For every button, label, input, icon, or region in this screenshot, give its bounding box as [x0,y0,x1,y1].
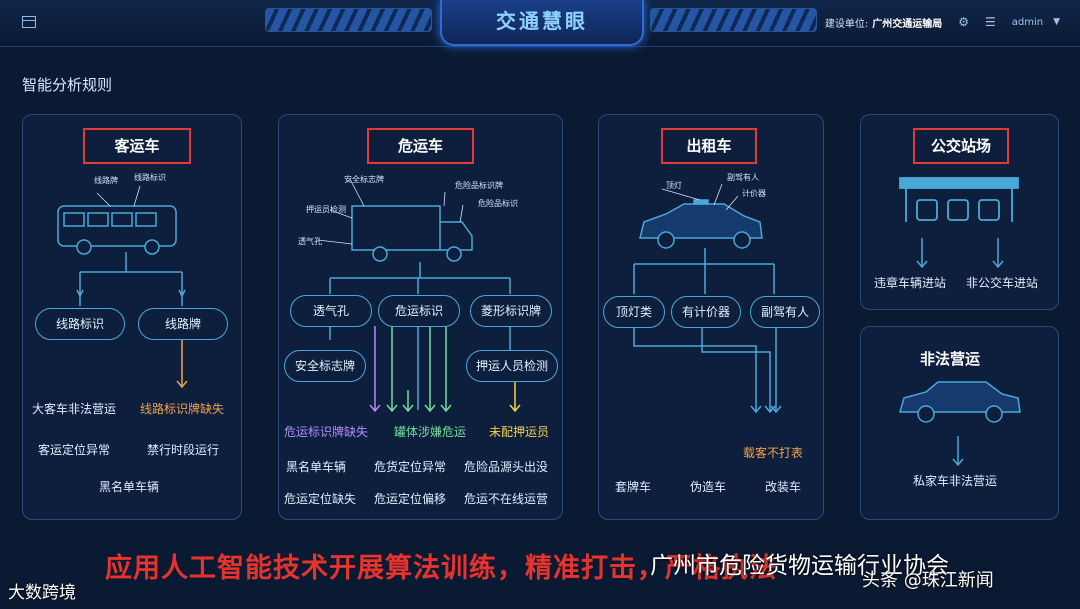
result-no-escort: 未配押运员 [489,423,549,440]
result-sign-missing: 线路标识牌缺失 [140,400,224,417]
hazmat-title: 危运车 [367,128,474,164]
header-decoration-right [650,8,817,32]
node-safety-sign: 安全标志牌 [284,350,366,382]
node-meter: 有计价器 [671,296,741,328]
header-right: 建设单位: 广州交通运输局 ⚙ ☰ admin ▼ [825,10,1060,34]
header-decoration-left [265,8,432,32]
menu-icon[interactable]: ☰ [985,15,996,29]
result-non-bus: 非公交车进站 [966,274,1038,291]
node-front-passenger: 副驾有人 [750,296,820,328]
node-top-light: 顶灯类 [603,296,665,328]
node-vent: 透气孔 [290,295,372,327]
result-location-missing: 危运定位缺失 [284,490,356,507]
result-no-meter: 载客不打表 [743,444,803,461]
result-location-abnormal: 客运定位异常 [38,441,110,458]
result-blacklist: 黑名单车辆 [99,478,159,495]
result-fake-plate: 套牌车 [615,478,651,495]
passenger-title: 客运车 [83,128,191,164]
result-hazard-sign-missing: 危运标识牌缺失 [284,423,368,440]
result-bus-illegal: 大客车非法营运 [32,400,116,417]
app-title: 交通慧眼 [442,0,642,42]
result-offline-operation: 危运不在线运营 [464,490,548,507]
result-hazmat-location-abnormal: 危货定位异常 [374,458,446,475]
node-route-sign: 线路牌 [138,308,228,340]
label-vent: 透气孔 [298,236,322,247]
label-route-sign: 线路牌 [94,175,118,186]
app-title-box: 交通慧眼 [440,0,644,46]
result-private-illegal: 私家车非法营运 [913,472,997,489]
top-bar: 交通慧眼 建设单位: 广州交通运输局 ⚙ ☰ admin ▼ [0,0,1080,47]
result-source-appearance: 危险品源头出没 [464,458,548,475]
label-escort-check: 押运员检测 [306,204,346,215]
unit-label: 建设单位: [825,15,868,30]
label-safety-sign: 安全标志牌 [344,174,384,185]
chevron-down-icon[interactable]: ▼ [1053,17,1060,27]
watermark-brand: 大数跨境 [8,578,76,603]
unit-value: 广州交通运输局 [872,15,942,30]
result-violating-vehicle: 违章车辆进站 [874,274,946,291]
node-diamond-sign: 菱形标识牌 [470,295,552,327]
label-meter: 计价器 [742,188,766,199]
label-top-light: 顶灯 [666,180,682,191]
label-hazard-sign-plate: 危险品标识牌 [455,180,503,191]
label-hazard-sign: 危险品标识 [478,198,518,209]
section-title: 智能分析规则 [22,74,112,95]
label-front-passenger: 副驾有人 [727,172,759,183]
illegal-title: 非法营运 [920,348,980,369]
window-icon[interactable] [22,16,36,28]
user-name[interactable]: admin [1012,17,1043,28]
result-forbidden-period: 禁行时段运行 [147,441,219,458]
result-modified-car: 改装车 [765,478,801,495]
bus-station-title: 公交站场 [913,128,1009,164]
node-hazard-mark: 危运标识 [378,295,460,327]
taxi-title: 出租车 [661,128,757,164]
result-hazmat-blacklist: 黑名单车辆 [286,458,346,475]
result-location-offset: 危运定位偏移 [374,490,446,507]
gear-icon[interactable]: ⚙ [958,15,969,29]
node-route-mark: 线路标识 [35,308,125,340]
label-route-mark: 线路标识 [134,172,166,183]
node-escort-check: 押运人员检测 [466,350,558,382]
result-forged-car: 伪造车 [690,478,726,495]
result-tank-suspect: 罐体涉嫌危运 [394,423,466,440]
watermark-source: 头条 @珠江新闻 [862,566,994,592]
